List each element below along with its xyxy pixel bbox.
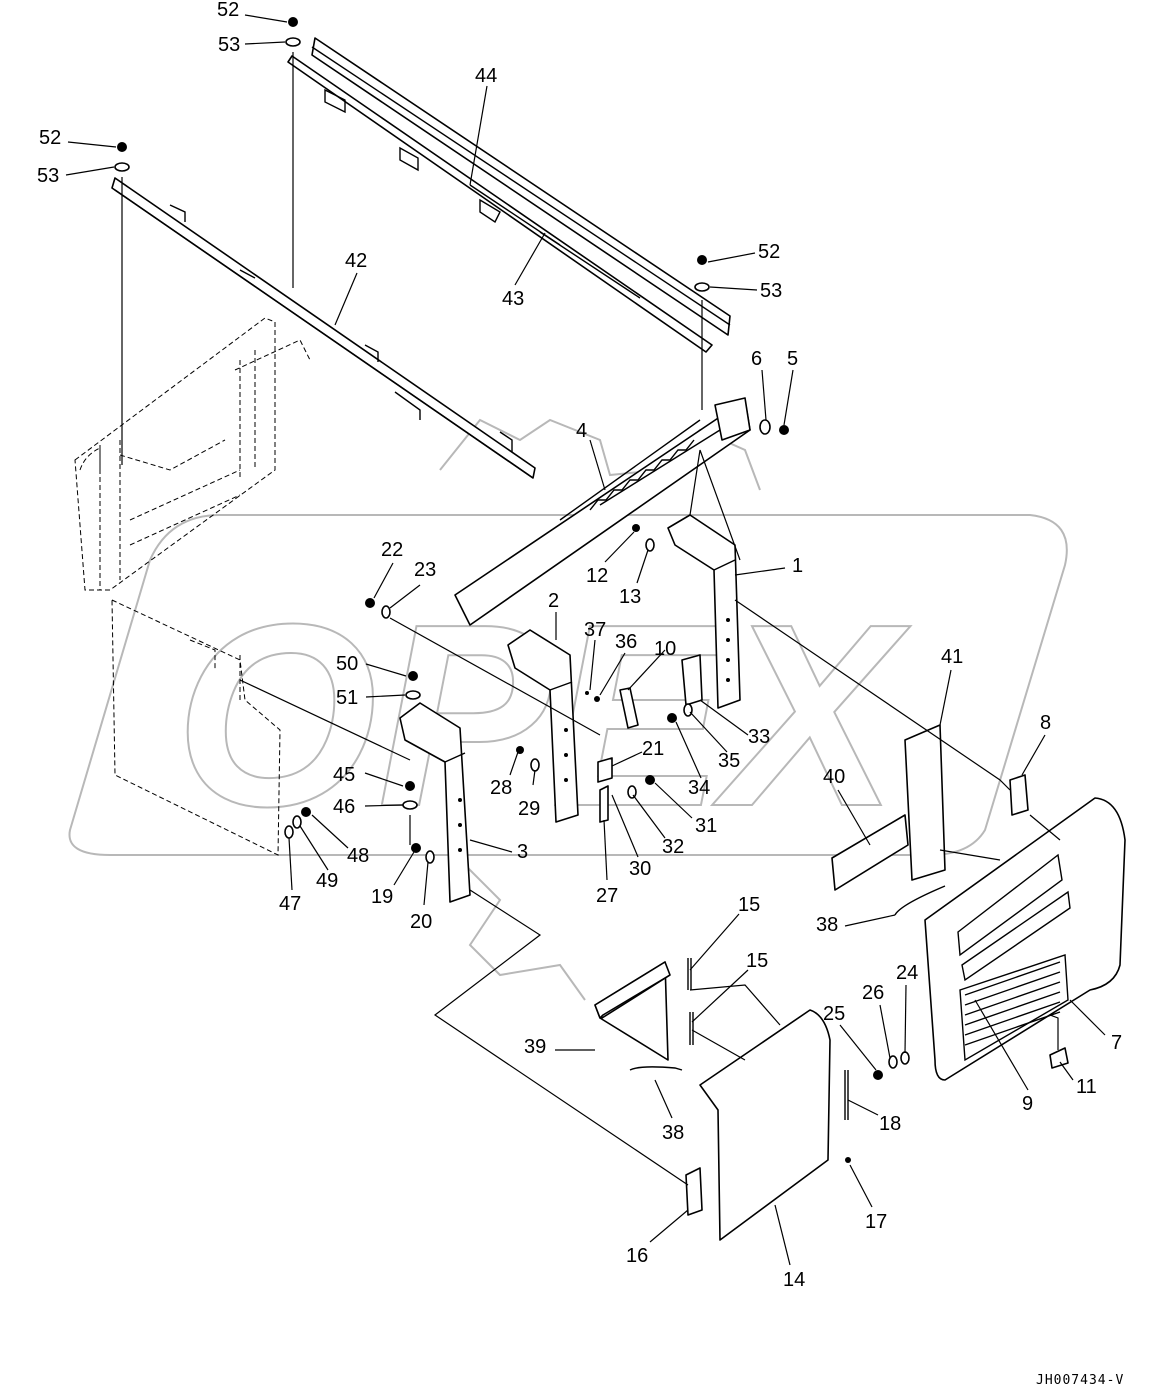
callout-28: 28 <box>490 777 512 799</box>
callout-30: 30 <box>629 858 651 880</box>
callout-32: 32 <box>662 836 684 858</box>
callout-53: 53 <box>760 280 782 302</box>
callout-5: 5 <box>787 348 798 370</box>
callout-31: 31 <box>695 815 717 837</box>
leader-lines <box>65 14 1106 1266</box>
part-14-bottom-door <box>685 1009 831 1241</box>
callout-12: 12 <box>586 565 608 587</box>
callout-49: 49 <box>316 870 338 892</box>
callout-24: 24 <box>896 962 918 984</box>
callout-18: 18 <box>879 1113 901 1135</box>
watermark: OPEX <box>68 418 1068 1001</box>
callout-34: 34 <box>688 777 710 799</box>
callout-7: 7 <box>1111 1032 1122 1054</box>
part-42-front-beam <box>111 177 536 479</box>
callout-15: 15 <box>746 950 768 972</box>
callout-17: 17 <box>865 1211 887 1233</box>
callout-43: 43 <box>502 288 524 310</box>
callout-50: 50 <box>336 653 358 675</box>
callout-44: 44 <box>475 65 497 87</box>
callout-39: 39 <box>524 1036 546 1058</box>
callout-14: 14 <box>783 1269 805 1291</box>
callout-15: 15 <box>738 894 760 916</box>
callout-41: 41 <box>941 646 963 668</box>
callout-22: 22 <box>381 539 403 561</box>
callout-36: 36 <box>615 631 637 653</box>
callout-26: 26 <box>862 982 884 1004</box>
callout-45: 45 <box>333 764 355 786</box>
callout-53: 53 <box>37 165 59 187</box>
callout-38: 38 <box>662 1122 684 1144</box>
callout-23: 23 <box>414 559 436 581</box>
callout-47: 47 <box>279 893 301 915</box>
ghost-frame <box>74 317 311 856</box>
part-2-middle-post <box>507 629 579 823</box>
callout-25: 25 <box>823 1003 845 1025</box>
callout-42: 42 <box>345 250 367 272</box>
callout-38: 38 <box>816 914 838 936</box>
callout-35: 35 <box>718 750 740 772</box>
callout-3: 3 <box>517 841 528 863</box>
callout-33: 33 <box>748 726 770 748</box>
callout-6: 6 <box>751 348 762 370</box>
callout-37: 37 <box>584 619 606 641</box>
part-1-right-post <box>667 514 741 709</box>
callout-16: 16 <box>626 1245 648 1267</box>
callout-48: 48 <box>347 845 369 867</box>
callout-11: 11 <box>1076 1076 1097 1098</box>
callout-9: 9 <box>1022 1093 1033 1115</box>
part-3-front-post <box>399 702 471 903</box>
callout-1: 1 <box>792 555 803 577</box>
callout-21: 21 <box>642 738 664 760</box>
callout-27: 27 <box>596 885 618 907</box>
callout-52: 52 <box>758 241 780 263</box>
assembly-lines <box>121 52 1061 1186</box>
callout-51: 51 <box>336 687 358 709</box>
small-parts <box>594 654 1069 1120</box>
callout-40: 40 <box>823 766 845 788</box>
watermark-text: OPEX <box>175 571 911 861</box>
callout-52: 52 <box>39 127 61 149</box>
drawing-code: JH007434-V <box>1036 1373 1124 1388</box>
part-7-right-cover <box>924 797 1126 1081</box>
part-44-rear-beam <box>287 37 731 353</box>
callout-labels: 52 53 52 53 44 42 43 52 53 6 5 4 1 12 13… <box>37 0 1122 1291</box>
part-4-cross-beam <box>454 397 751 626</box>
callout-10: 10 <box>654 638 676 660</box>
callout-19: 19 <box>371 886 393 908</box>
callout-46: 46 <box>333 796 355 818</box>
callout-2: 2 <box>548 590 559 612</box>
callout-13: 13 <box>619 586 641 608</box>
callout-4: 4 <box>576 420 587 442</box>
callout-20: 20 <box>410 911 432 933</box>
callout-8: 8 <box>1040 712 1051 734</box>
callout-53: 53 <box>218 34 240 56</box>
callout-29: 29 <box>518 798 540 820</box>
fasteners <box>114 17 910 1163</box>
callout-52: 52 <box>217 0 239 21</box>
